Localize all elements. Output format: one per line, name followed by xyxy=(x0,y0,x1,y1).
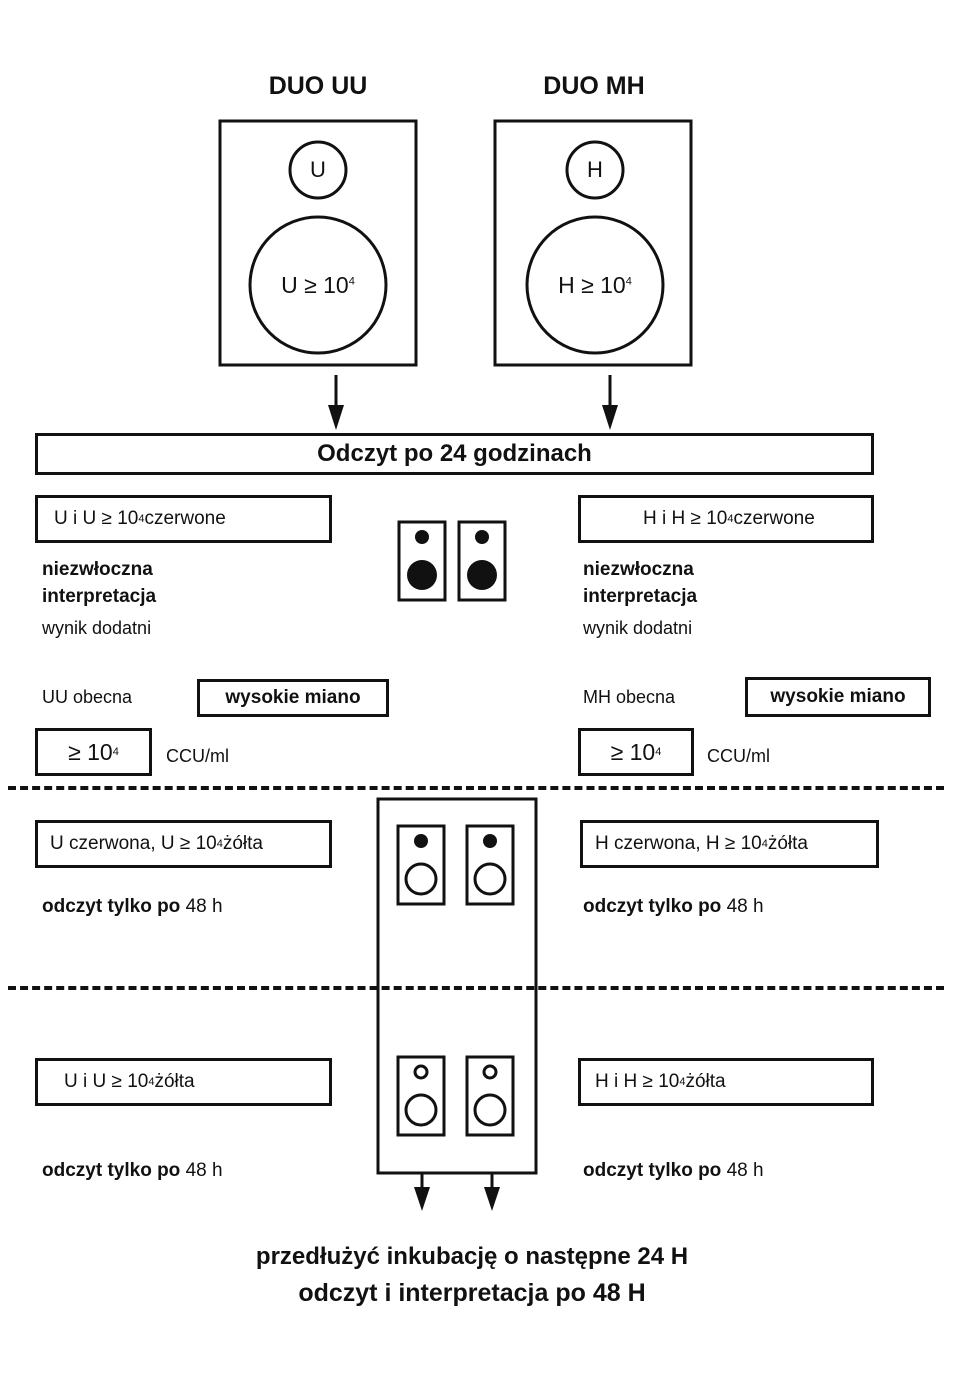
small-well-uu-label: U xyxy=(310,157,326,182)
separator-2 xyxy=(8,986,944,990)
arrow-mh-head xyxy=(602,405,618,430)
big-well-mh xyxy=(525,215,665,355)
product-panels-diagram xyxy=(218,119,693,430)
s1-right-titer-box: wysokie miano xyxy=(745,677,931,717)
s1-left-line2: interpretacja xyxy=(42,586,157,607)
s1-right-result: wynik dodatni xyxy=(583,618,693,638)
small-well-uu xyxy=(288,140,348,200)
arrow-uu-head xyxy=(328,405,344,430)
s3-right-note: odczyt tylko po 48 h xyxy=(583,1160,764,1181)
product-title-uu: DUO UU xyxy=(268,72,368,100)
big-well-mh-label: H ≥ 104 xyxy=(558,272,632,298)
s1-left-result: wynik dodatni xyxy=(42,618,152,638)
footer-line-1: przedłużyć inkubację o następne 24 H xyxy=(255,1243,689,1270)
s2-right-note: odczyt tylko po 48 h xyxy=(583,896,764,917)
big-well-uu-label: U ≥ 104 xyxy=(281,272,355,298)
s1-well-pair-diagram xyxy=(397,520,507,602)
s1-right-line2: interpretacja xyxy=(583,586,698,607)
product-title-mh: DUO MH xyxy=(543,72,645,100)
big-well-uu xyxy=(248,215,388,355)
reading-24h-banner: Odczyt po 24 godzinach xyxy=(35,433,874,475)
s1-left-line1: niezwłoczna xyxy=(42,559,153,580)
panel-uu xyxy=(218,119,418,367)
s1-left-titer-box: wysokie miano xyxy=(197,679,389,717)
s1-left-unit: CCU/ml xyxy=(166,746,229,766)
s2-left-note: odczyt tylko po 48 h xyxy=(42,896,223,917)
panel-mh xyxy=(493,119,693,367)
s1-right-present: MH obecna xyxy=(583,687,676,707)
s1-right-unit: CCU/ml xyxy=(707,746,770,766)
s1-right-line1: niezwłoczna xyxy=(583,559,694,580)
small-well-mh-label: H xyxy=(587,157,603,182)
small-well-mh xyxy=(565,140,625,200)
s1-left-present: UU obecna xyxy=(42,687,133,707)
s3-left-note: odczyt tylko po 48 h xyxy=(42,1160,223,1181)
central-panel-diagram xyxy=(376,797,538,1211)
footer-line-2: odczyt i interpretacja po 48 H xyxy=(298,1279,646,1307)
separator-1 xyxy=(8,786,944,790)
